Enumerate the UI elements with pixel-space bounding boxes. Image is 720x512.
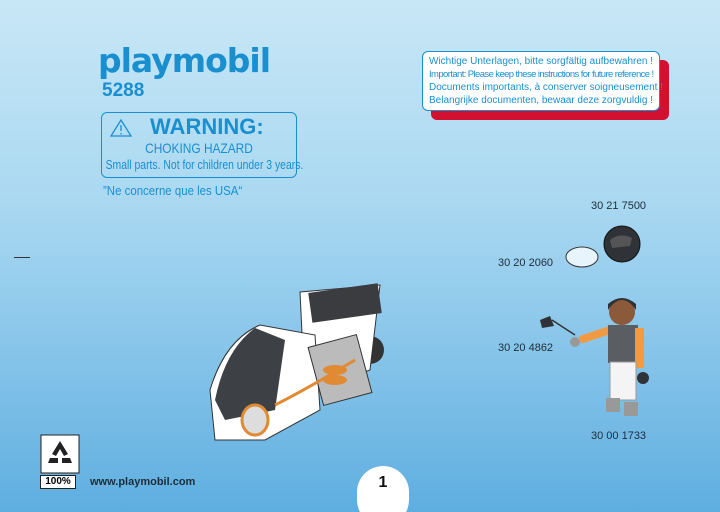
page-number: 1: [357, 466, 409, 512]
recycled-percent: 100%: [40, 475, 76, 489]
note-line-de: Wichtige Unterlagen, bitte sorgfältig au…: [429, 56, 654, 67]
warning-subtitle: CHOKING HAZARD: [145, 140, 253, 156]
note-line-nl: Belangrijke documenten, bewaar deze zorg…: [429, 95, 654, 106]
website-link[interactable]: www.playmobil.com: [90, 476, 196, 488]
part-number-helmet: 30 21 7500: [591, 200, 647, 212]
part-number-figure: 30 00 1733: [591, 430, 647, 442]
warning-box: WARNING: CHOKING HAZARD Small parts. Not…: [101, 112, 304, 178]
warning-text: Small parts. Not for children under 3 ye…: [105, 157, 304, 172]
part-number-tool: 30 20 4862: [498, 342, 554, 354]
warning-title: WARNING:: [150, 114, 264, 139]
playmobil-logo: playmobil: [98, 41, 271, 80]
keep-instructions-note: Wichtige Unterlagen, bitte sorgfältig au…: [422, 51, 663, 111]
set-number: 5288: [102, 80, 145, 101]
figure-illustration: [540, 298, 649, 416]
hover-bike-illustration: [209, 283, 384, 441]
margin-mark: [14, 257, 30, 258]
helmet-visor-illustration: [565, 225, 641, 268]
usa-note: ”Ne concerne que les USA“: [103, 183, 243, 198]
part-number-visor: 30 20 2060: [498, 257, 554, 269]
recycle-icon: [40, 434, 80, 474]
warning-triangle-icon: [110, 119, 132, 137]
note-line-en: Important: Please keep these instruction…: [429, 69, 654, 80]
note-line-fr: Documents importants, à conserver soigne…: [429, 82, 663, 93]
